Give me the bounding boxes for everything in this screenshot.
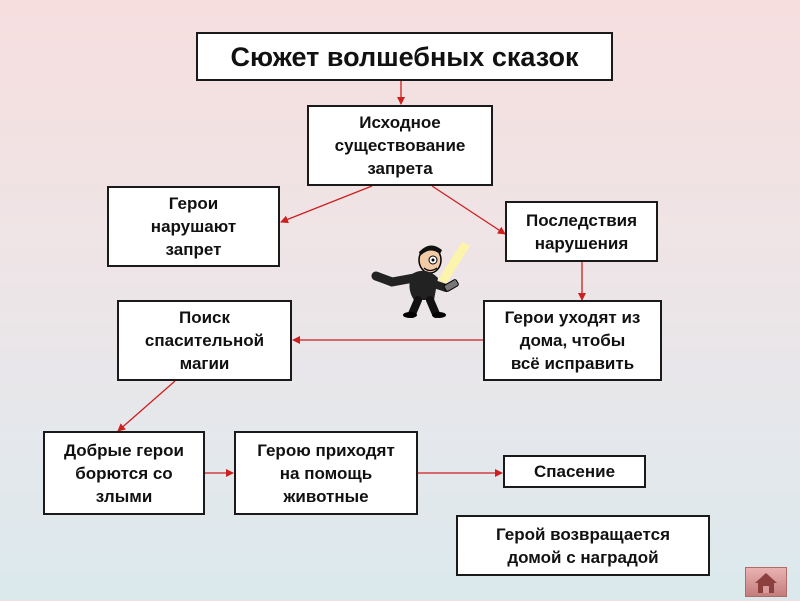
home-button[interactable] [745,567,787,597]
arrow-search-magic-to-good-vs-evil [117,380,176,432]
arrow-initial-to-violate [280,185,373,224]
node-return-home: Герой возвращается домой с наградой [456,515,710,576]
home-icon [755,573,777,593]
diagram-title: Сюжет волшебных сказок [196,32,613,81]
arrow-initial-to-consequences [431,185,506,235]
node-search-magic: Поиск спасительной магии [117,300,292,381]
node-good-vs-evil: Добрые герои борются со злыми [43,431,205,515]
node-consequences: Последствия нарушения [505,201,658,262]
node-initial-prohibition: Исходное существование запрета [307,105,493,186]
node-animals-help: Герою приходят на помощь животные [234,431,418,515]
node-heroes-violate: Герои нарушают запрет [107,186,280,267]
node-heroes-leave-home: Герои уходят из дома, чтобы всё исправит… [483,300,662,381]
node-rescue: Спасение [503,455,646,488]
cartoon-man-with-flashlight-icon [371,242,470,318]
